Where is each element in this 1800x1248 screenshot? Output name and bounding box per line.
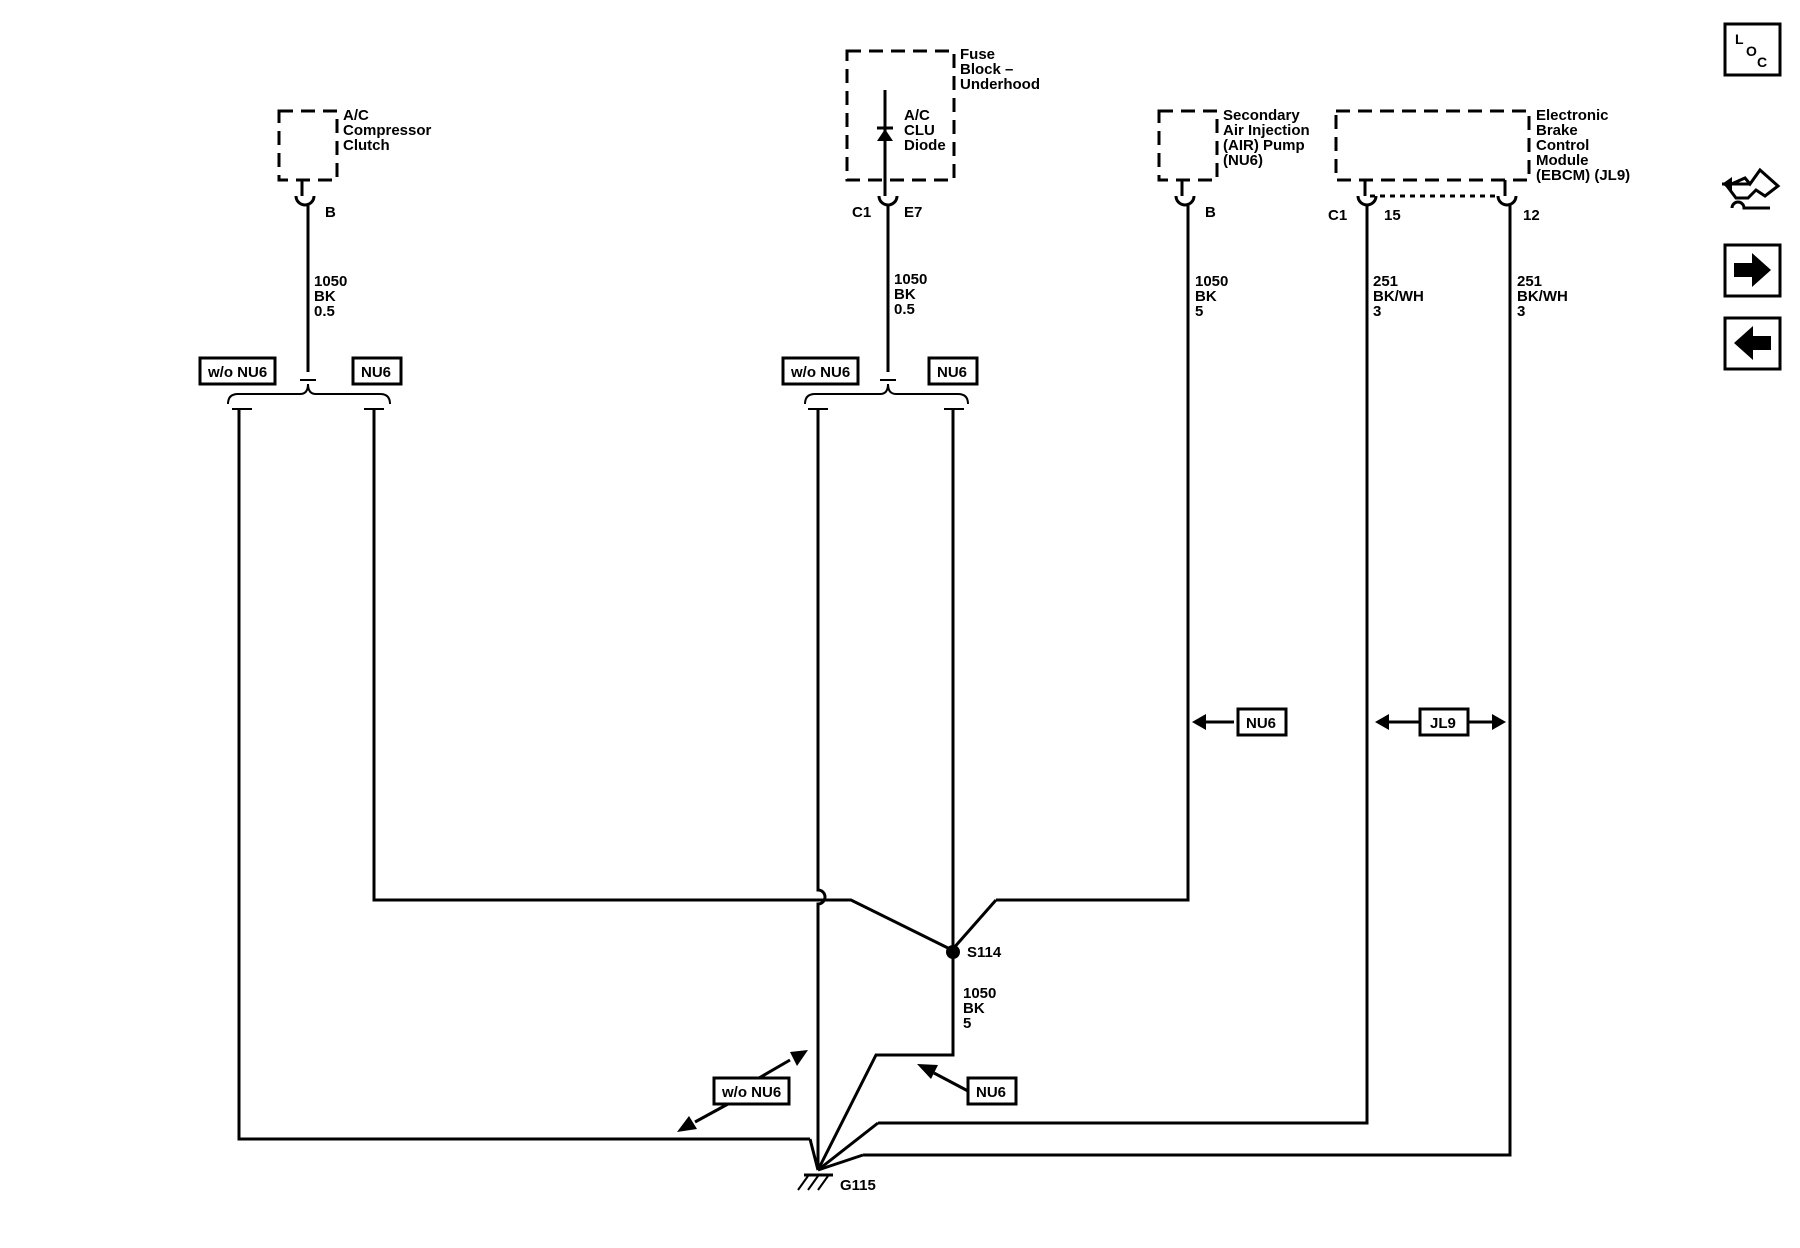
ac-clutch-pin: B xyxy=(325,204,336,221)
option-bottom-wo-nu6: w/o NU6 xyxy=(721,1084,781,1101)
option-branch-left: w/o NU6 NU6 xyxy=(198,356,403,405)
air-pump-pin: B xyxy=(1205,204,1216,221)
ground-label: G115 xyxy=(840,1177,876,1194)
wire-ebcm-15 xyxy=(878,205,1369,1125)
option-branch-middle: w/o NU6 NU6 xyxy=(781,356,979,405)
air-nu6-indicator: NU6 xyxy=(1192,707,1288,737)
prev-arrow-icon[interactable] xyxy=(1723,316,1782,371)
loc-icon[interactable]: L O C xyxy=(1723,22,1782,77)
ebcm-pin2-label: 12 xyxy=(1523,207,1540,224)
splice-dot xyxy=(946,945,960,959)
wire-left-wo-nu6 xyxy=(237,409,810,1141)
wire-ebcm-12 xyxy=(863,205,1512,1157)
option-left-wo-nu6: w/o NU6 xyxy=(207,364,267,381)
option-bottom-nu6: NU6 xyxy=(976,1084,1006,1101)
next-arrow-icon[interactable] xyxy=(1723,243,1782,298)
ground-symbol xyxy=(797,1173,833,1191)
option-air-nu6: NU6 xyxy=(1246,715,1276,732)
jl9-indicator: JL9 xyxy=(1375,707,1506,737)
loc-o: O xyxy=(1746,43,1757,59)
connector-icon[interactable] xyxy=(1722,167,1781,210)
bottom-nu6-indicator: NU6 xyxy=(917,1064,1018,1106)
wire-left-nu6 xyxy=(372,409,807,902)
loc-c: C xyxy=(1757,54,1767,70)
option-mid-nu6: NU6 xyxy=(937,364,967,381)
fuse-pin-label: E7 xyxy=(904,204,922,221)
wire-splice-ground xyxy=(816,958,955,1171)
ebcm-connector-label: C1 xyxy=(1328,207,1347,224)
wire-mid-wo-nu6 xyxy=(816,409,827,1170)
option-mid-wo-nu6: w/o NU6 xyxy=(790,364,850,381)
wire-air-pump xyxy=(996,205,1190,902)
option-left-nu6: NU6 xyxy=(361,364,391,381)
bottom-wo-nu6-indicator: w/o NU6 xyxy=(677,1050,808,1132)
option-jl9: JL9 xyxy=(1430,715,1456,732)
fuse-connector-label: C1 xyxy=(852,204,871,221)
loc-l: L xyxy=(1735,31,1744,47)
diode-icon xyxy=(877,90,893,196)
splice-label: S114 xyxy=(967,944,1002,961)
ebcm-pin1-label: 15 xyxy=(1384,207,1401,224)
